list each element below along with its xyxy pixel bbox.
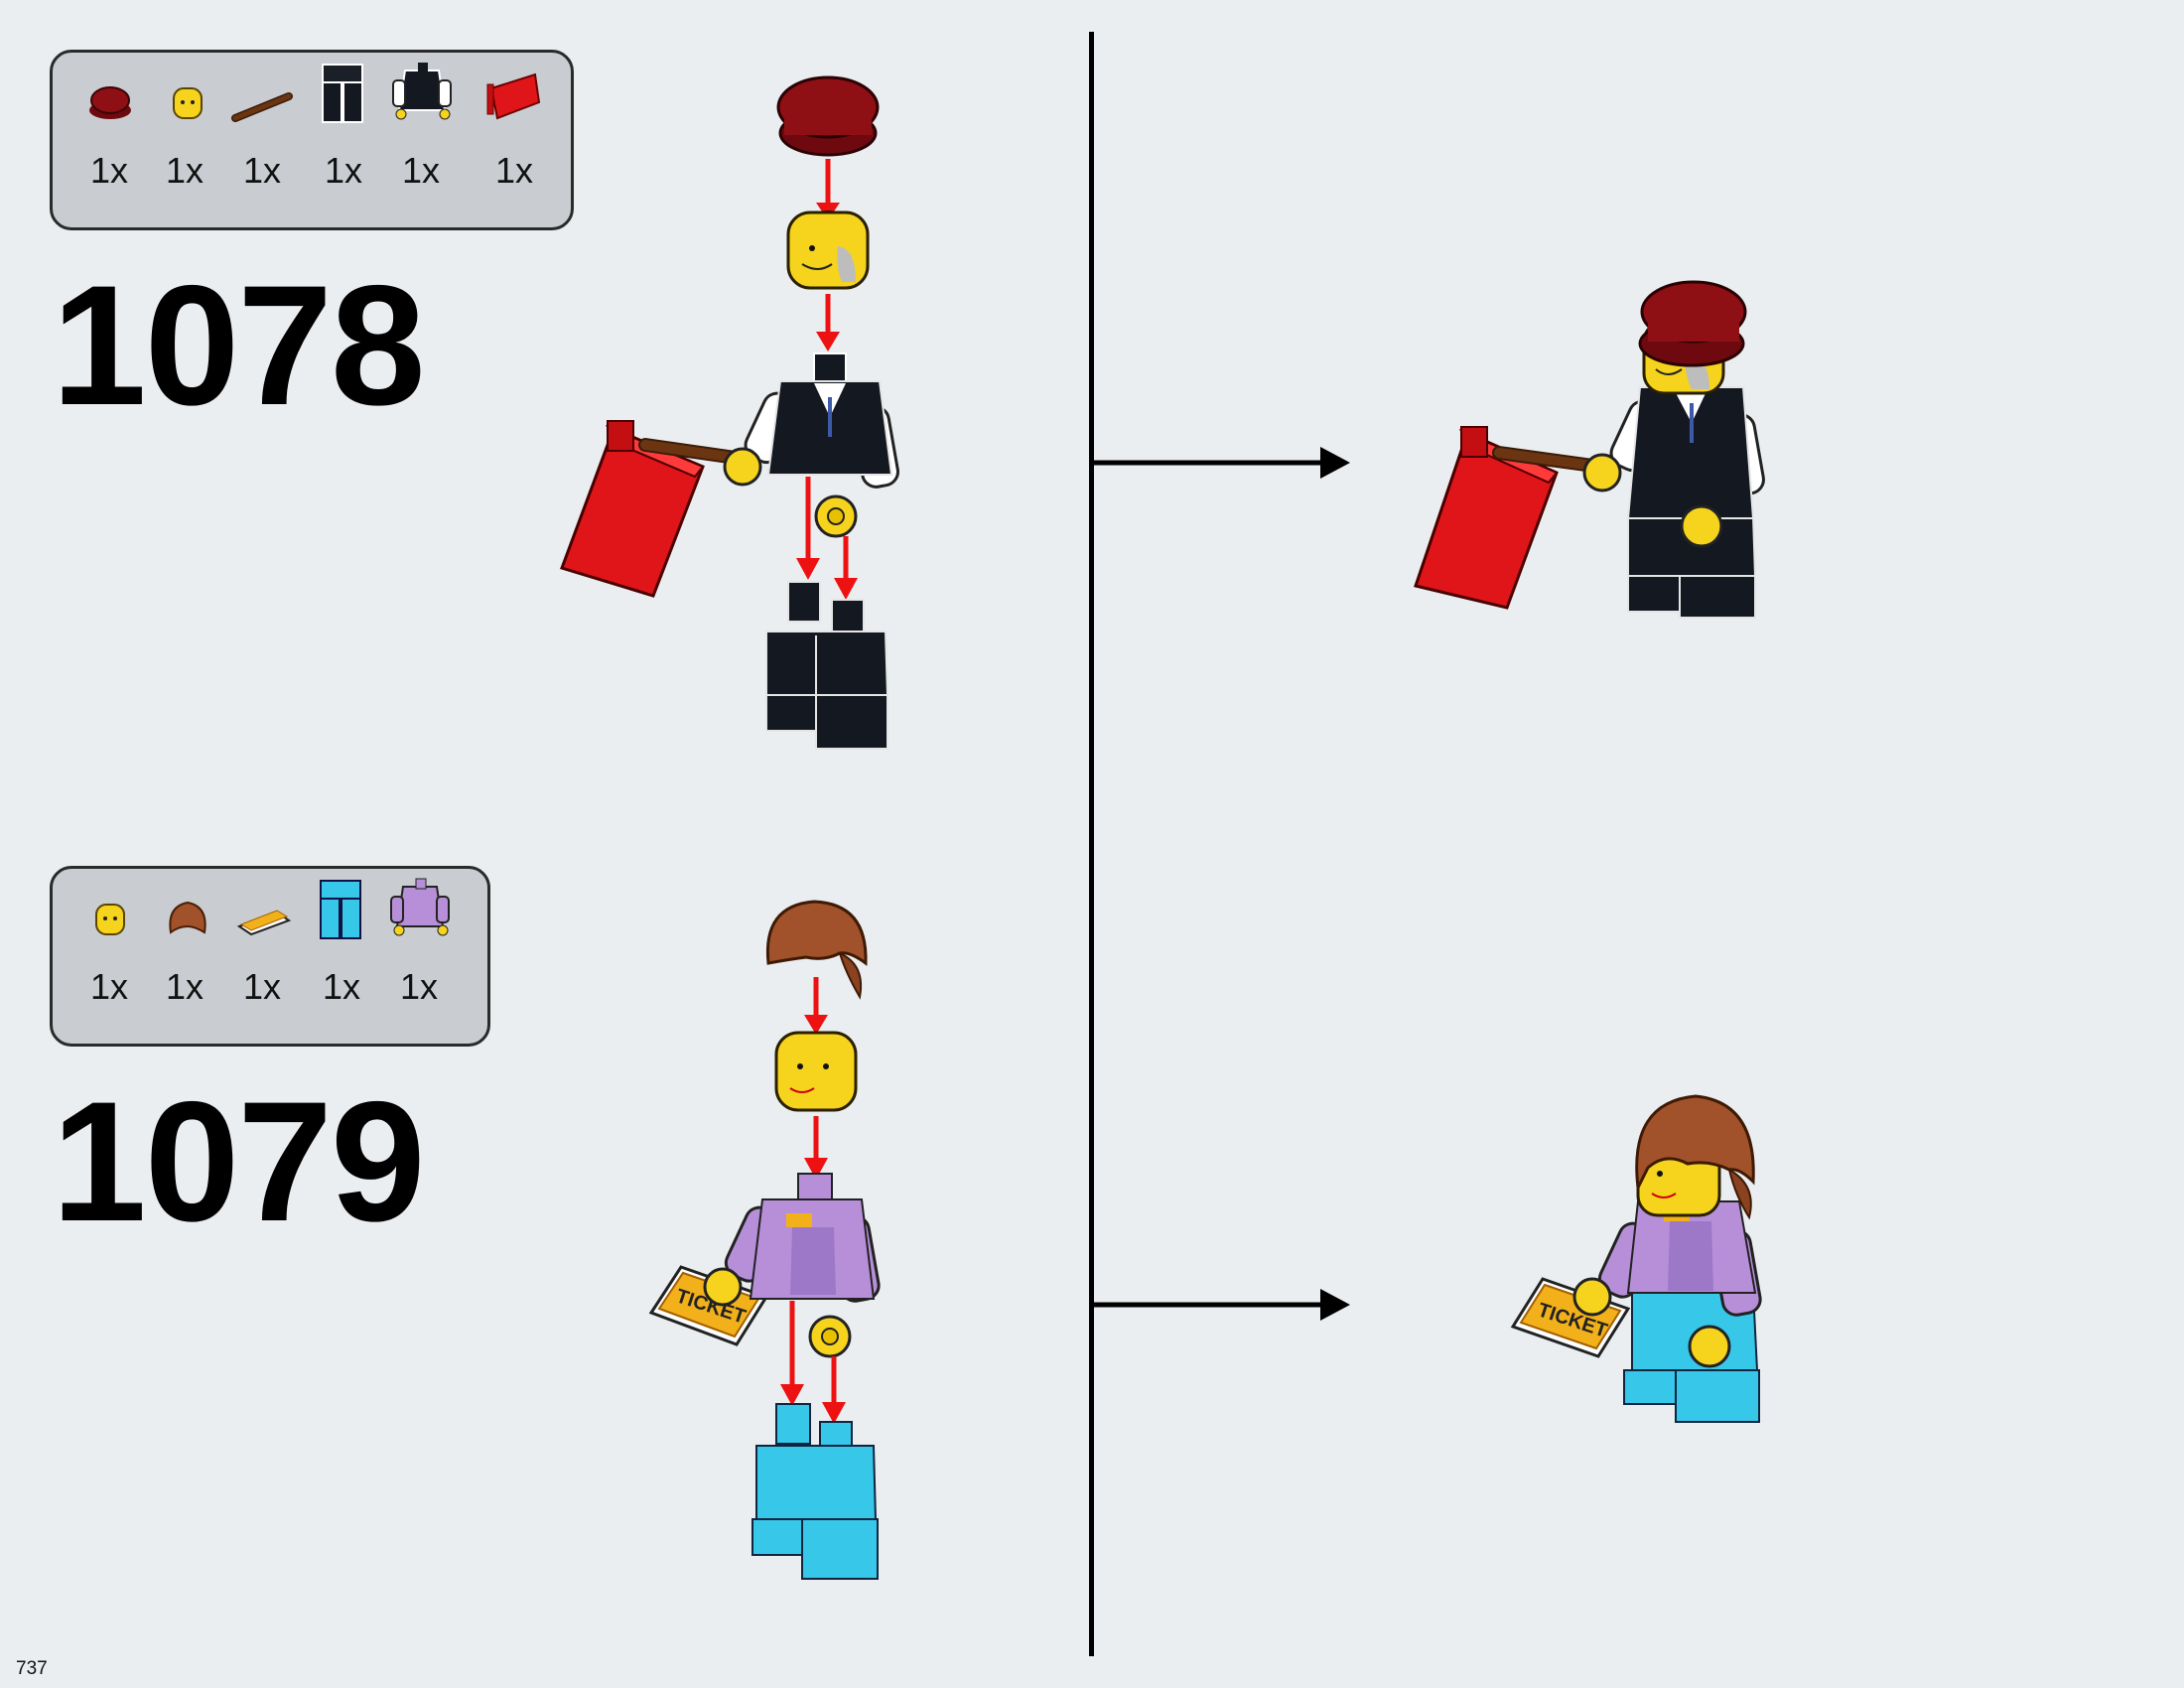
brown-hair-part-icon xyxy=(156,897,219,940)
result-arrow-step-1078 xyxy=(1094,447,1350,479)
assembly-arrow xyxy=(816,332,840,352)
conductor-assembled-minifigure xyxy=(1414,280,1765,619)
brown-hair xyxy=(765,900,868,1000)
part-quantity: 1x xyxy=(165,150,205,191)
yellow-head-part-icon xyxy=(156,80,219,124)
red-flag-part-icon xyxy=(483,72,547,132)
lavender-torso-part-icon xyxy=(388,878,452,944)
conductor-exploded-assembly xyxy=(560,75,899,750)
black-legs-part-icon xyxy=(311,64,374,128)
step-number: 1078 xyxy=(52,250,426,441)
black-vest-torso xyxy=(723,352,899,538)
passenger-assembled-minifigure: TICKET xyxy=(1510,1094,1762,1423)
dark-red-cap xyxy=(776,75,880,157)
black-legs xyxy=(765,581,889,750)
assembly-arrow xyxy=(804,1158,828,1180)
assembly-arrow xyxy=(796,558,820,580)
yellow-head-part-icon xyxy=(78,897,142,940)
page-number: 737 xyxy=(16,1658,48,1679)
assembly-arrow xyxy=(804,1015,828,1035)
assembly-arrow xyxy=(822,1402,846,1424)
part-quantity: 1x xyxy=(242,966,282,1007)
result-arrow-step-1079 xyxy=(1094,1289,1350,1321)
part-quantity: 1x xyxy=(494,150,534,191)
step-number: 1079 xyxy=(52,1066,426,1257)
vertical-divider xyxy=(1089,32,1094,1656)
part-quantity: 1x xyxy=(89,966,129,1007)
part-quantity: 1x xyxy=(324,150,363,191)
passenger-exploded-assembly: TICKET xyxy=(648,900,881,1580)
part-quantity: 1x xyxy=(399,966,439,1007)
brown-bar-part-icon xyxy=(231,80,295,124)
parts-list-box-step-1079: 1x 1x 1x 1x 1x xyxy=(50,866,490,1047)
part-quantity: 1x xyxy=(322,966,361,1007)
part-quantity: 1x xyxy=(165,966,205,1007)
assembly-arrow xyxy=(834,578,858,600)
lavender-torso xyxy=(703,1173,881,1358)
assembly-arrow xyxy=(780,1384,804,1406)
part-quantity: 1x xyxy=(89,150,129,191)
ticket-tile-part-icon xyxy=(231,897,295,940)
parts-list-box-step-1078: 1x 1x 1x 1x 1x 1x xyxy=(50,50,574,230)
passenger-head xyxy=(774,1031,858,1112)
black-vest-torso-part-icon xyxy=(390,63,454,128)
azure-legs-part-icon xyxy=(309,880,372,944)
part-quantity: 1x xyxy=(401,150,441,191)
part-quantity: 1x xyxy=(242,150,282,191)
azure-legs xyxy=(751,1403,879,1580)
red-flag-with-pole xyxy=(560,420,750,598)
conductor-head xyxy=(786,211,870,290)
dark-red-cap-part-icon xyxy=(78,80,142,124)
